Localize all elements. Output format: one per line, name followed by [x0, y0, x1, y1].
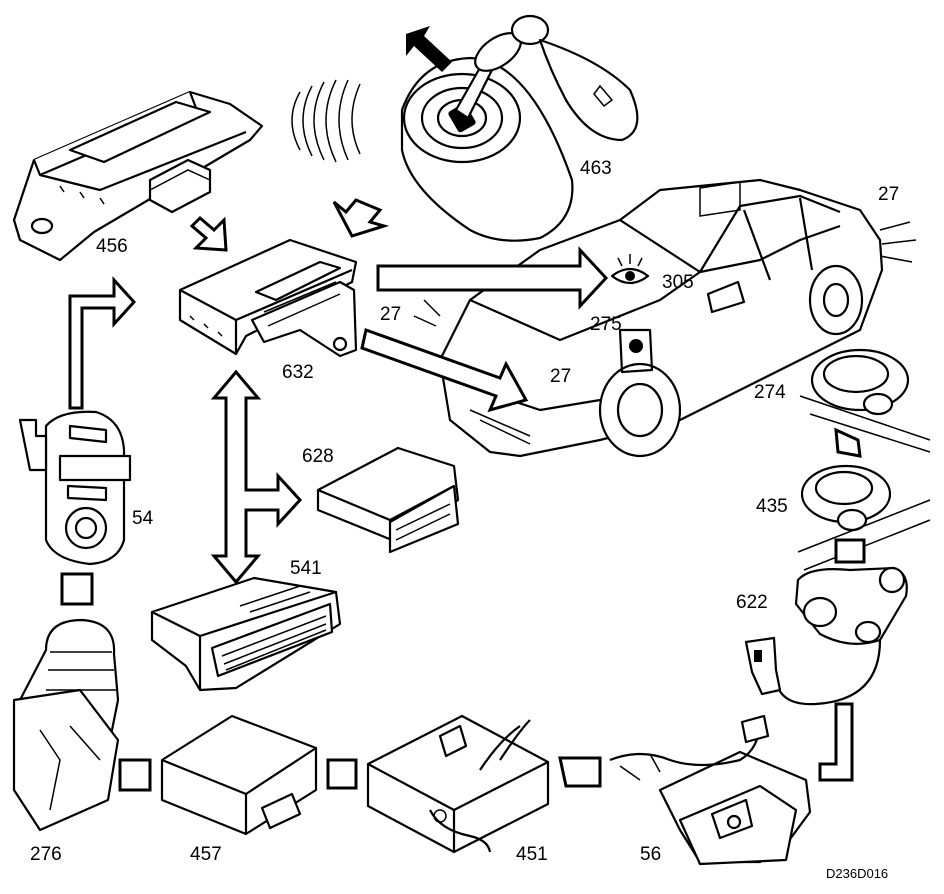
label-305: 305	[662, 272, 694, 293]
label-541: 541	[290, 558, 322, 579]
part-632-control-unit	[178, 238, 358, 358]
part-622-connector	[744, 566, 908, 706]
label-27-left: 27	[380, 304, 401, 325]
radio-waves	[291, 79, 361, 163]
arrow-632-541-628	[210, 369, 303, 585]
label-457: 457	[190, 844, 222, 865]
connector-box-54-276	[60, 572, 94, 606]
label-27-rear: 27	[878, 184, 899, 205]
connector-box-276-457	[118, 758, 152, 792]
arrow-456-to-632	[189, 215, 228, 252]
label-54: 54	[132, 508, 154, 529]
label-451: 451	[516, 844, 548, 865]
part-435-ring	[797, 464, 931, 571]
connector-box-451-56	[558, 756, 602, 788]
arrow-463-to-632	[332, 198, 390, 238]
part-541-display-unit	[150, 576, 342, 692]
part-451-module	[366, 714, 550, 854]
part-56-lock	[609, 714, 812, 866]
label-628: 628	[302, 446, 334, 467]
part-labels: 456 463 27 305 27 275 27 632 274 628 435…	[30, 158, 899, 881]
part-457-module	[160, 714, 318, 836]
arrow-to-front	[360, 328, 529, 413]
connector-box-457-451	[326, 758, 358, 790]
label-632: 632	[282, 362, 314, 383]
flow-arrows	[68, 198, 854, 782]
label-27-front: 27	[550, 366, 571, 387]
label-435: 435	[756, 496, 788, 517]
part-456-receiver-module	[12, 90, 264, 262]
part-274-ring	[799, 348, 931, 453]
label-56: 56	[640, 844, 661, 865]
arrow-622-to-56	[818, 702, 854, 782]
label-275: 275	[590, 314, 622, 335]
connector-box-435-622	[834, 538, 866, 564]
car-outline	[413, 178, 917, 458]
part-463-ignition-switch	[400, 14, 639, 242]
arrow-632-to-car	[376, 246, 609, 310]
connector-boxes	[60, 427, 866, 792]
part-628-module	[316, 446, 460, 554]
part-276-shifter	[12, 618, 120, 832]
label-276: 276	[30, 844, 62, 865]
part-54-switch	[18, 410, 132, 566]
label-463: 463	[580, 158, 612, 179]
eye-icon	[610, 254, 650, 285]
drawing-code: D236D016	[826, 866, 888, 881]
connector-box-274-435	[834, 427, 862, 458]
label-456: 456	[96, 236, 128, 257]
arrow-54-to-632	[68, 276, 137, 410]
label-622: 622	[736, 592, 768, 613]
label-274: 274	[754, 382, 786, 403]
